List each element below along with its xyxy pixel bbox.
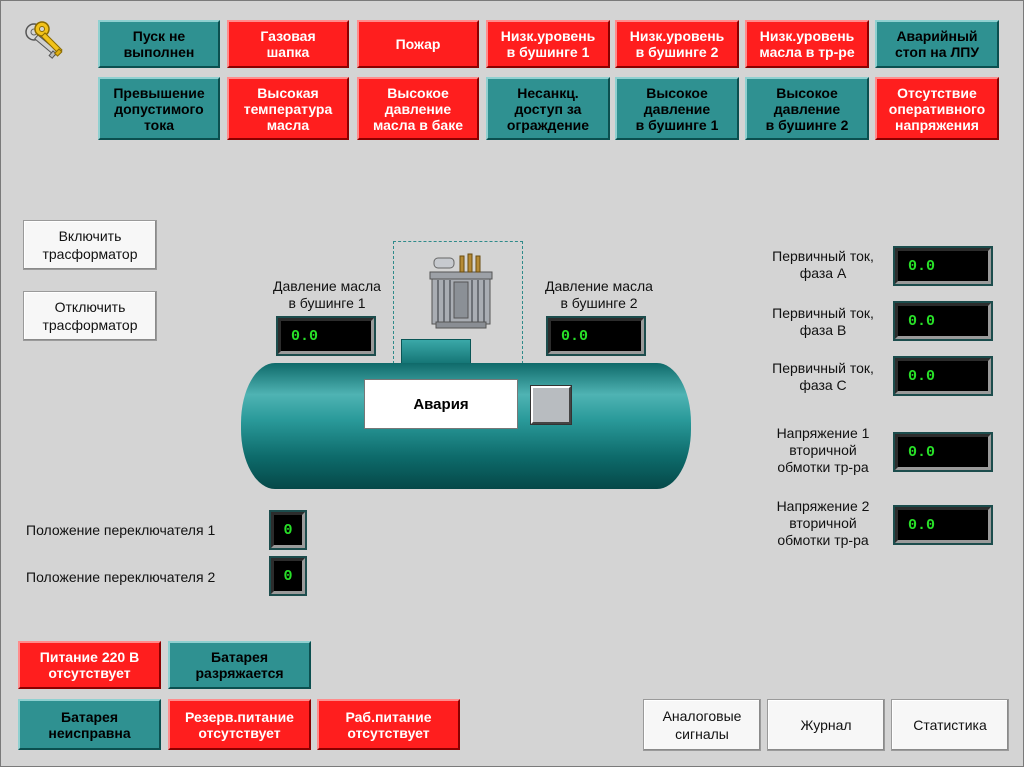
alarm-low-level-bushing1: Низк.уровень в бушинге 1: [486, 20, 610, 68]
voltage1-label: Напряжение 1 вторичной обмотки тр-ра: [776, 425, 870, 475]
alarm-no-operating-voltage: Отсутствие оперативного напряжения: [875, 77, 999, 140]
alarm-unauthorized-access: Несанкц. доступ за ограждение: [486, 77, 610, 140]
alarm-label: Газовая шапка: [260, 28, 316, 60]
current-phase-c-label: Первичный ток, фаза С: [772, 360, 874, 393]
alarm-gas-cap: Газовая шапка: [227, 20, 349, 68]
alarm-emergency-stop: Аварийный стоп на ЛПУ: [875, 20, 999, 68]
voltage2-label: Напряжение 2 вторичной обмотки тр-ра: [776, 498, 870, 548]
current-phase-b-display: 0.0: [895, 303, 991, 339]
alarm-label: Батарея разряжается: [195, 649, 284, 681]
tank-neck: [401, 339, 471, 367]
turn-off-transformer-button[interactable]: Отключить трасформатор: [23, 291, 157, 341]
alarm-low-oil-level: Низк.уровень масла в тр-ре: [745, 20, 869, 68]
alarm-high-pressure-bushing1: Высокое давление в бушинге 1: [615, 77, 739, 140]
alarm-no-working-power: Раб.питание отсутствует: [317, 699, 460, 750]
switch2-position-display: 0: [271, 558, 305, 594]
switch1-label: Положение переключателя 1: [26, 522, 216, 538]
alarm-label: Пуск не выполнен: [123, 28, 195, 60]
journal-button[interactable]: Журнал: [767, 699, 885, 751]
alarm-label: Отсутствие оперативного напряжения: [888, 84, 986, 133]
alarm-label: Пожар: [395, 36, 441, 52]
alarm-fire: Пожар: [357, 20, 479, 68]
switch1-position-display: 0: [271, 512, 305, 548]
bushing2-pressure-display: 0.0: [548, 318, 644, 354]
alarm-overcurrent: Превышение допустимого тока: [98, 77, 220, 140]
keys-icon[interactable]: [23, 21, 71, 67]
alarm-high-tank-pressure: Высокое давление масла в баке: [357, 77, 479, 140]
turn-on-transformer-button[interactable]: Включить трасформатор: [23, 220, 157, 270]
current-phase-a-label: Первичный ток, фаза А: [772, 248, 874, 281]
voltage1-display: 0.0: [895, 434, 991, 470]
alarm-label: Раб.питание отсутствует: [345, 708, 432, 741]
bushing1-pressure-display: 0.0: [278, 318, 374, 354]
alarm-label: Низк.уровень масла в тр-ре: [759, 28, 855, 60]
tank-status-box: Авария: [364, 379, 518, 429]
current-phase-a-display: 0.0: [895, 248, 991, 284]
current-phase-b-label: Первичный ток, фаза В: [772, 305, 874, 338]
alarm-label: Высокое давление в бушинге 1: [635, 84, 719, 133]
voltage2-display: 0.0: [895, 507, 991, 543]
bushing2-label: Давление масла в бушинге 2: [545, 278, 653, 311]
alarm-label: Высокое давление масла в баке: [372, 84, 464, 133]
alarm-battery-fault: Батарея неисправна: [18, 699, 161, 750]
alarm-no-220v: Питание 220 В отсутствует: [18, 641, 161, 689]
alarm-label: Низк.уровень в бушинге 2: [629, 28, 725, 60]
switch2-label: Положение переключателя 2: [26, 569, 216, 585]
alarm-label: Высокая температура масла: [243, 84, 333, 133]
transformer-icon[interactable]: [426, 252, 496, 330]
alarm-label: Низк.уровень в бушинге 1: [500, 28, 596, 60]
alarm-battery-discharging: Батарея разряжается: [168, 641, 311, 689]
alarm-low-level-bushing2: Низк.уровень в бушинге 2: [615, 20, 739, 68]
alarm-label: Питание 220 В отсутствует: [39, 649, 140, 681]
alarm-label: Аварийный стоп на ЛПУ: [894, 28, 980, 60]
statistics-button[interactable]: Статистика: [891, 699, 1009, 751]
alarm-label: Резерв.питание отсутствует: [185, 708, 294, 741]
alarm-label: Несанкц. доступ за ограждение: [506, 84, 590, 133]
tank-indicator[interactable]: [531, 386, 571, 424]
alarm-label: Батарея неисправна: [48, 708, 131, 741]
alarm-no-reserve-power: Резерв.питание отсутствует: [168, 699, 311, 750]
alarm-start-failed: Пуск не выполнен: [98, 20, 220, 68]
alarm-label: Превышение допустимого тока: [113, 84, 205, 133]
alarm-high-oil-temp: Высокая температура масла: [227, 77, 349, 140]
alarm-label: Высокое давление в бушинге 2: [765, 84, 849, 133]
alarm-high-pressure-bushing2: Высокое давление в бушинге 2: [745, 77, 869, 140]
analog-signals-button[interactable]: Аналоговые сигналы: [643, 699, 761, 751]
bushing1-label: Давление масла в бушинге 1: [273, 278, 381, 311]
current-phase-c-display: 0.0: [895, 358, 991, 394]
